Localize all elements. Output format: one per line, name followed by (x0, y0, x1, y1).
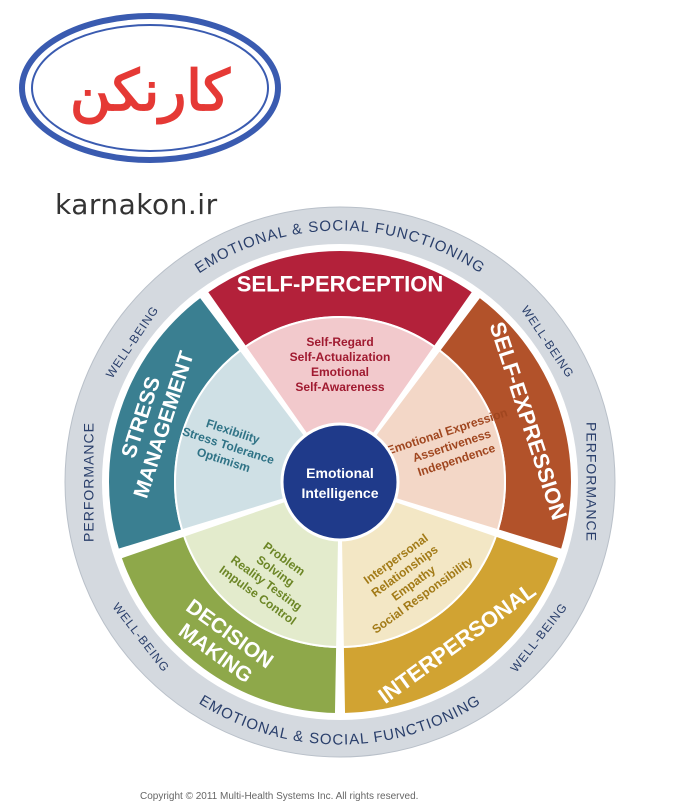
center-circle (280, 422, 400, 542)
subscale-label: Self-Actualization (290, 350, 391, 364)
website-url: karnakon.ir (55, 188, 218, 221)
copyright-notice: Copyright © 2011 Multi-Health Systems In… (140, 791, 419, 802)
logo-ring (19, 13, 281, 163)
center-label: Intelligence (301, 485, 378, 501)
ring-label-left: PERFORMANCE (81, 422, 97, 542)
center-label: Emotional (306, 465, 374, 481)
subscales-self-perception: Self-RegardSelf-ActualizationEmotionalSe… (290, 335, 391, 394)
composite-label-self-perception: SELF-PERCEPTION (237, 272, 444, 297)
subscale-label: Self-Regard (306, 335, 373, 349)
karnakon-logo: کارنکن (19, 13, 281, 163)
subscale-label: Emotional (311, 365, 369, 379)
composite-name-line: SELF-PERCEPTION (237, 272, 444, 297)
ring-label-right: PERFORMANCE (584, 422, 600, 542)
logo-brand-text: کارنکن (70, 59, 231, 125)
logo-inner-ring (31, 24, 269, 152)
subscale-label: Self-Awareness (295, 380, 384, 394)
